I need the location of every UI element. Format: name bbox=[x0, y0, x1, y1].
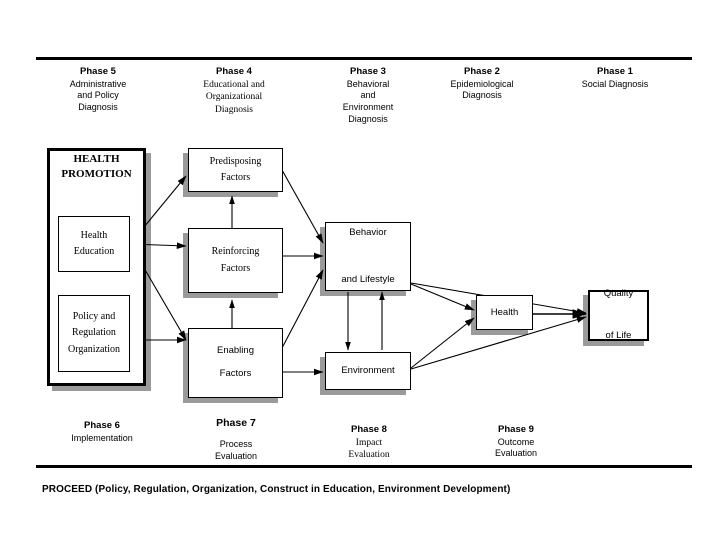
phase-3-number: Phase 3 bbox=[350, 66, 386, 77]
top-divider-rule bbox=[36, 57, 692, 60]
box-health-label: Health bbox=[490, 306, 519, 318]
line-predisposing-to-behavior bbox=[281, 169, 324, 244]
phase-6-description: Implementation bbox=[71, 432, 133, 443]
phase-label-1: Phase 1 Social Diagnosis bbox=[557, 66, 673, 90]
bottom-divider-rule bbox=[36, 465, 692, 468]
box-environment-label: Environment bbox=[341, 365, 395, 377]
line-behavior-to-health bbox=[410, 283, 475, 311]
phase-7-number: Phase 7 bbox=[216, 417, 256, 429]
box-environment[interactable]: Environment bbox=[325, 352, 411, 390]
line-environment-to-health bbox=[410, 317, 475, 369]
line-enabling-to-behavior bbox=[281, 269, 324, 349]
phase-5-number: Phase 5 bbox=[80, 66, 116, 77]
box-health[interactable]: Health bbox=[476, 295, 533, 330]
phase-9-number: Phase 9 bbox=[498, 424, 534, 435]
line-environment-to-quality bbox=[410, 316, 587, 370]
phase-4-number: Phase 4 bbox=[216, 66, 252, 77]
phase-1-description: Social Diagnosis bbox=[581, 78, 649, 89]
phase-8-number: Phase 8 bbox=[351, 424, 387, 435]
phase-label-6: Phase 6 Implementation bbox=[37, 420, 167, 444]
figure-caption: PROCEED (Policy, Regulation, Organizatio… bbox=[42, 484, 511, 495]
phase-6-number: Phase 6 bbox=[84, 420, 120, 431]
phase-2-number: Phase 2 bbox=[464, 66, 500, 77]
phase-1-number: Phase 1 bbox=[597, 66, 633, 77]
